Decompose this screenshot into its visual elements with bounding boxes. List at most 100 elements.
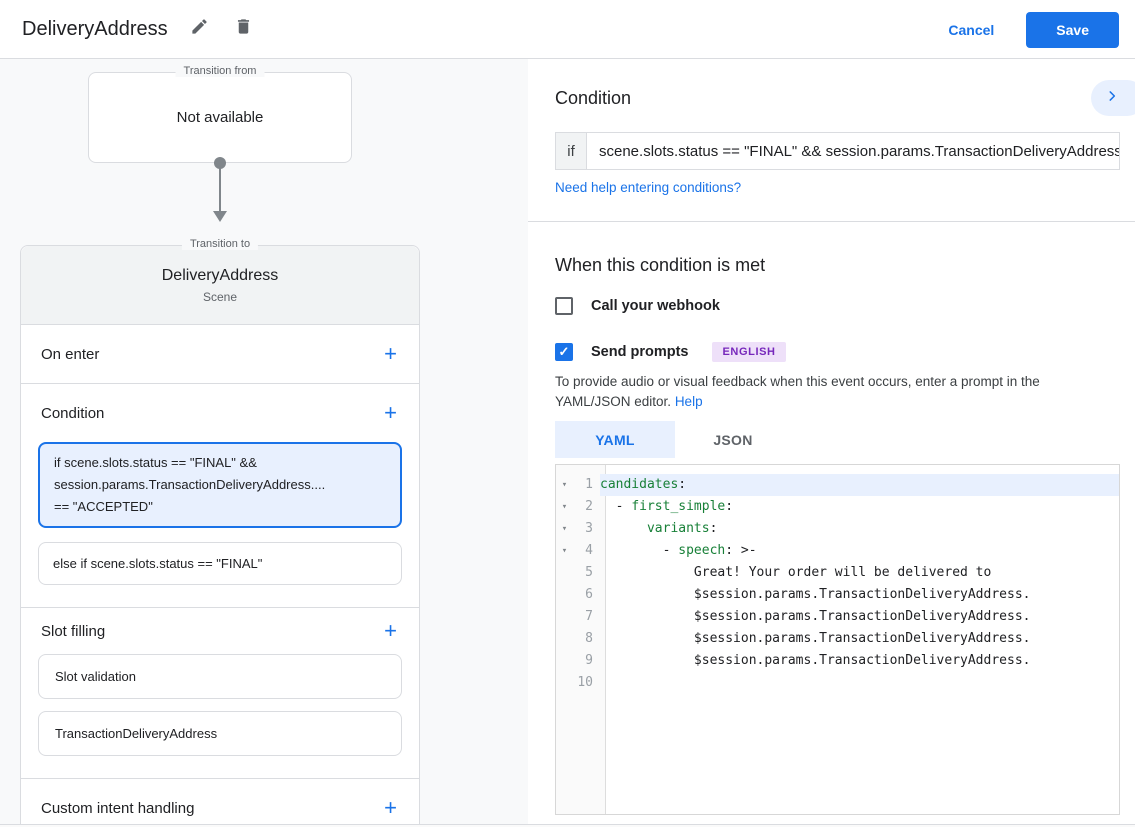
custom-intent-section: Custom intent handling + xyxy=(21,779,419,827)
slot-filling-section: Slot filling + Slot validation Transacti… xyxy=(21,608,419,779)
code-text[interactable] xyxy=(600,672,1119,694)
yaml-code-editor[interactable]: ▾ 1 candidates: ▾ 2 - first_simple: ▾ 3 varian… xyxy=(555,464,1120,815)
code-text[interactable]: candidates: xyxy=(600,474,1119,496)
fold-spacer xyxy=(556,650,573,672)
condition-editor-panel: Condition if scene.slots.status == "FINA… xyxy=(528,59,1135,827)
cancel-button[interactable]: Cancel xyxy=(948,21,995,38)
send-prompts-label: Send prompts xyxy=(591,344,689,360)
code-line[interactable]: 9 $session.params.TransactionDeliveryAdd… xyxy=(556,650,1119,672)
code-line[interactable]: ▾ 2 - first_simple: xyxy=(556,496,1119,518)
condition-section: Condition + if scene.slots.status == "FI… xyxy=(21,384,419,608)
code-line[interactable]: 10 xyxy=(556,672,1119,694)
help-link[interactable]: Help xyxy=(674,394,703,409)
code-line[interactable]: 6 $session.params.TransactionDeliveryAdd… xyxy=(556,584,1119,606)
custom-intent-label: Custom intent handling xyxy=(41,799,195,817)
bottom-scrollbar-track[interactable] xyxy=(0,824,1135,827)
collapse-panel-button[interactable] xyxy=(1091,80,1135,116)
condition-label: Condition xyxy=(41,404,105,422)
line-number: 2 xyxy=(585,499,593,514)
slot-filling-label: Slot filling xyxy=(41,622,106,640)
add-on-enter-button[interactable]: + xyxy=(384,341,397,366)
when-condition-heading: When this condition is met xyxy=(555,255,766,275)
tab-yaml[interactable]: YAML xyxy=(555,421,675,458)
fold-toggle-icon[interactable]: ▾ xyxy=(561,502,568,512)
transition-from-box: Transition from Not available xyxy=(88,65,352,163)
code-line[interactable]: ▾ 3 variants: xyxy=(556,518,1119,540)
fold-toggle-icon[interactable]: ▾ xyxy=(561,480,568,490)
code-lines: ▾ 1 candidates: ▾ 2 - first_simple: ▾ 3 varian… xyxy=(556,465,1119,694)
transition-to-legend: Transition to xyxy=(181,238,259,250)
scene-type-label: Scene xyxy=(202,289,238,304)
condition-item-else[interactable]: else if scene.slots.status == "FINAL" xyxy=(38,542,402,585)
code-line[interactable]: ▾ 4 - speech: >- xyxy=(556,540,1119,562)
line-number: 8 xyxy=(585,631,593,646)
code-text[interactable]: $session.params.TransactionDeliveryAddre… xyxy=(600,631,1031,646)
fold-spacer xyxy=(556,584,573,606)
on-enter-label: On enter xyxy=(41,345,100,363)
fold-toggle-icon[interactable]: ▾ xyxy=(561,546,568,556)
code-line[interactable]: 7 $session.params.TransactionDeliveryAdd… xyxy=(556,606,1119,628)
edit-scene-button[interactable] xyxy=(188,17,212,41)
code-text[interactable]: variants: xyxy=(646,521,718,536)
transition-from-legend: Transition from xyxy=(175,65,265,77)
tab-json[interactable]: JSON xyxy=(713,431,753,448)
condition-input[interactable]: scene.slots.status == "FINAL" && session… xyxy=(599,142,1119,160)
webhook-row: Call your webhook xyxy=(555,297,1120,315)
line-number: 7 xyxy=(585,609,593,624)
page-title: DeliveryAddress xyxy=(22,17,168,40)
line-number: 6 xyxy=(585,587,593,602)
transition-arrow-icon xyxy=(213,211,227,222)
slot-validation-item[interactable]: Slot validation xyxy=(38,654,402,699)
condition-help-link[interactable]: Need help entering conditions? xyxy=(555,180,742,195)
editor-gutter xyxy=(556,465,606,814)
add-slot-button[interactable]: + xyxy=(384,618,397,643)
add-condition-button[interactable]: + xyxy=(384,400,397,425)
condition-input-row: if scene.slots.status == "FINAL" && sess… xyxy=(555,132,1120,170)
panel-divider xyxy=(528,221,1135,222)
fold-spacer xyxy=(556,562,573,584)
transition-edge-line xyxy=(219,168,221,211)
code-text[interactable]: - first_simple: xyxy=(600,499,734,514)
transition-edge-dot xyxy=(214,157,226,169)
fold-spacer xyxy=(556,606,573,628)
chevron-right-icon xyxy=(1105,89,1119,108)
save-button[interactable]: Save xyxy=(1026,11,1119,48)
code-line[interactable]: 8 $session.params.TransactionDeliveryAdd… xyxy=(556,628,1119,650)
scene-diagram-canvas: Transition from Not available Transition… xyxy=(0,59,528,827)
delete-scene-button[interactable] xyxy=(232,17,256,41)
slot-item[interactable]: TransactionDeliveryAddress xyxy=(38,711,402,756)
trash-icon xyxy=(234,17,253,41)
condition-item-selected[interactable]: if scene.slots.status == "FINAL" && sess… xyxy=(38,442,402,528)
line-number: 4 xyxy=(585,543,593,558)
on-enter-section: On enter + xyxy=(21,325,419,384)
scene-card-header[interactable]: DeliveryAddress Scene xyxy=(21,246,419,325)
pencil-icon xyxy=(190,17,209,41)
transition-from-value: Not available xyxy=(176,109,264,126)
code-text[interactable]: $session.params.TransactionDeliveryAddre… xyxy=(600,653,1031,668)
editor-tabs: YAML JSON xyxy=(555,421,1120,458)
code-text[interactable]: Great! Your order will be delivered to xyxy=(600,565,992,580)
code-text[interactable]: $session.params.TransactionDeliveryAddre… xyxy=(600,587,1031,602)
language-badge: ENGLISH xyxy=(712,342,786,362)
line-number: 10 xyxy=(577,675,593,690)
code-line[interactable]: ▾ 1 candidates: xyxy=(556,474,1119,496)
line-number: 9 xyxy=(585,653,593,668)
webhook-label: Call your webhook xyxy=(591,298,720,314)
line-number: 3 xyxy=(585,521,593,536)
editor-hint: To provide audio or visual feedback when… xyxy=(555,374,1040,409)
top-bar: DeliveryAddress Cancel Save xyxy=(0,0,1135,59)
send-prompts-checkbox[interactable]: ✓ xyxy=(555,343,573,361)
scene-name: DeliveryAddress xyxy=(161,266,279,284)
code-line[interactable]: 5 Great! Your order will be delivered to xyxy=(556,562,1119,584)
code-text[interactable]: $session.params.TransactionDeliveryAddre… xyxy=(600,609,1031,624)
code-text[interactable]: - speech: >- xyxy=(600,543,757,558)
panel-condition-heading: Condition xyxy=(555,88,632,108)
line-number: 5 xyxy=(585,565,593,580)
if-prefix-label: if xyxy=(556,133,587,169)
send-prompts-row: ✓ Send prompts ENGLISH xyxy=(555,342,1120,362)
add-custom-intent-button[interactable]: + xyxy=(384,795,397,820)
webhook-checkbox[interactable] xyxy=(555,297,573,315)
line-number: 1 xyxy=(585,477,593,492)
fold-toggle-icon[interactable]: ▾ xyxy=(561,524,568,534)
fold-spacer xyxy=(556,628,573,650)
